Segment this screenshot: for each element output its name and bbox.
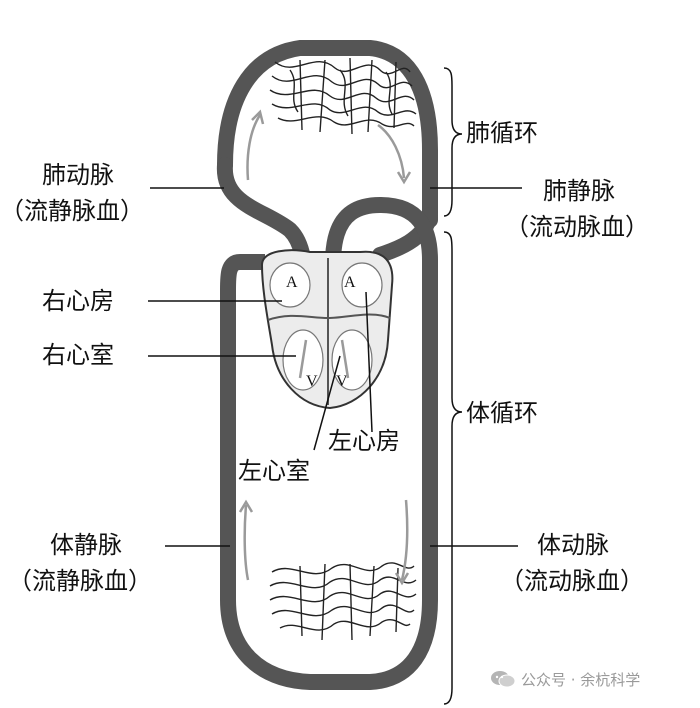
flow-arrow-pulmonary-down-head (396, 171, 412, 185)
pulmonary-vein-label: 肺静脉 (543, 177, 615, 205)
left-ventricle-label: 左心室 (238, 457, 310, 485)
flow-arrows (238, 109, 412, 586)
watermark-text: 公众号 · 余杭科学 (521, 671, 641, 689)
pulmonary-circulation-bracket (443, 67, 463, 217)
vena-cava-label: 体静脉 (50, 531, 122, 559)
right-atrium-mark: A (286, 274, 298, 291)
left-atrium-mark: A (344, 274, 356, 291)
pulmonary-loop-vessel (217, 40, 438, 228)
heart-av-divider (267, 313, 391, 321)
right-atrium-label: 右心房 (42, 287, 114, 315)
flow-arrow-aorta-down (400, 499, 409, 581)
right-ventricle-label: 右心室 (42, 341, 114, 369)
flow-arrow-vena-up (243, 504, 250, 581)
flow-arrow-aorta-down-head (394, 572, 410, 586)
leader-left-atrium (365, 291, 373, 433)
systemic-circulation-label: 体循环 (466, 399, 538, 427)
pulmonary-vein-note: （流动脉血） (505, 213, 649, 241)
flow-arrow-pulmonary-up (246, 114, 262, 181)
leader-left-ventricle (313, 355, 341, 451)
right-atrium-chamber (269, 262, 311, 308)
vena-cava-vessel (220, 254, 438, 690)
aorta-label: 体动脉 (537, 531, 609, 559)
aorta-note: （流动脉血） (500, 567, 644, 595)
pulmonary-artery-label: 肺动脉 (42, 161, 114, 189)
left-atrium-label: 左心房 (328, 427, 400, 455)
leader-lines (148, 187, 522, 547)
body-capillaries (269, 562, 417, 641)
wechat-icon (491, 671, 516, 688)
flow-arrow-pulmonary-down (377, 123, 406, 179)
flow-arrow-heart-right (298, 339, 308, 379)
flow-arrow-vena-up-head (238, 499, 254, 513)
vena-cava-note: （流静脉血） (8, 567, 152, 595)
right-ventricle-mark: V (306, 373, 318, 390)
lung-capillaries (269, 57, 417, 135)
flow-arrow-pulmonary-up-head (251, 109, 265, 125)
left-atrium-chamber (341, 262, 383, 308)
pulmonary-circulation-label: 肺循环 (466, 119, 538, 147)
flow-arrow-heart-left (340, 339, 350, 379)
left-ventricle-mark: V (336, 373, 348, 390)
systemic-circulation-bracket (443, 231, 463, 705)
pulmonary-artery-note: （流静脉血） (0, 197, 144, 225)
